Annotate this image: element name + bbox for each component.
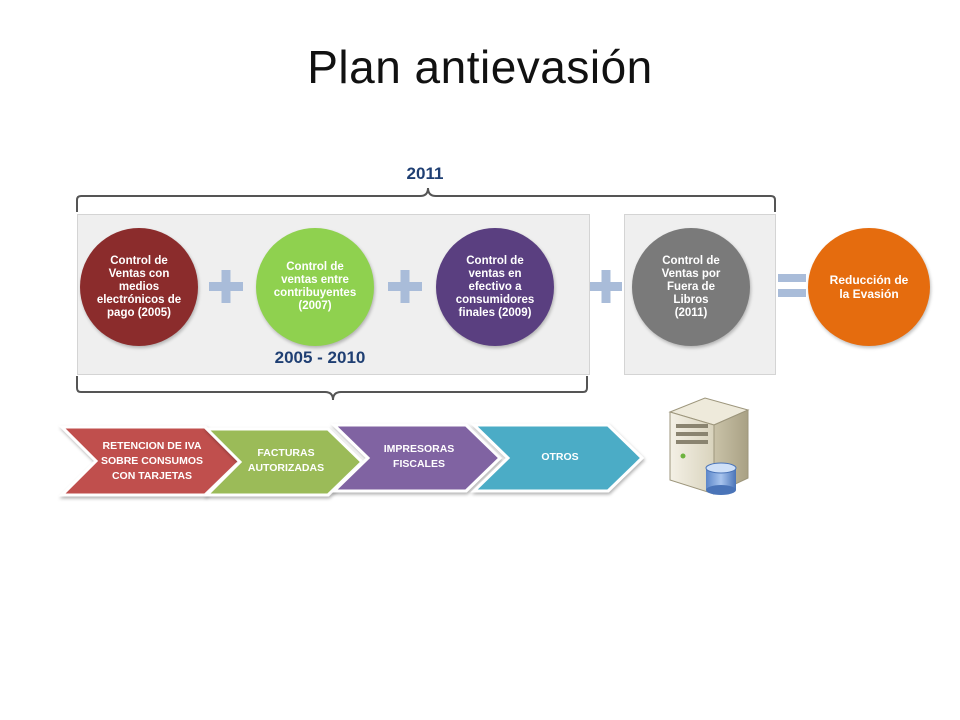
circle-cash-consumers: Control de ventas en efectivo a consumid… <box>436 228 554 346</box>
bottom-bracket <box>76 376 588 401</box>
plus-icon <box>388 270 422 303</box>
range-2005-2010-label: 2005 - 2010 <box>274 348 366 367</box>
circle-evasion-reduction: Reducción de la Evasión <box>808 228 930 346</box>
page-title: Plan antievasión <box>307 41 653 93</box>
top-bracket <box>76 187 776 212</box>
plus-icon <box>590 270 622 303</box>
chevron-others-label: OTROS <box>541 450 579 463</box>
equals-icon <box>778 274 806 297</box>
chevron-authorized-invoices-label: FACTURAS AUTORIZADAS <box>247 447 325 474</box>
circle-between-taxpayers: Control de ventas entre contribuyentes (… <box>256 228 374 346</box>
chevron-others <box>470 423 645 493</box>
circle-off-books: Control de Ventas por Fuera de Libros (2… <box>632 228 750 346</box>
year-2011-label: 2011 <box>406 164 444 183</box>
circle-electronic-payments: Control de Ventas con medios electrónico… <box>80 228 198 346</box>
chevron-fiscal-printers <box>330 423 503 493</box>
chevron-fiscal-printers-label: IMPRESORAS FISCALES <box>383 443 455 470</box>
chevron-iva-retention-label: RETENCION DE IVA SOBRE CONSUMOS CON TARJ… <box>100 439 204 482</box>
plus-icon <box>209 270 243 303</box>
chevron-authorized-invoices <box>203 427 365 497</box>
